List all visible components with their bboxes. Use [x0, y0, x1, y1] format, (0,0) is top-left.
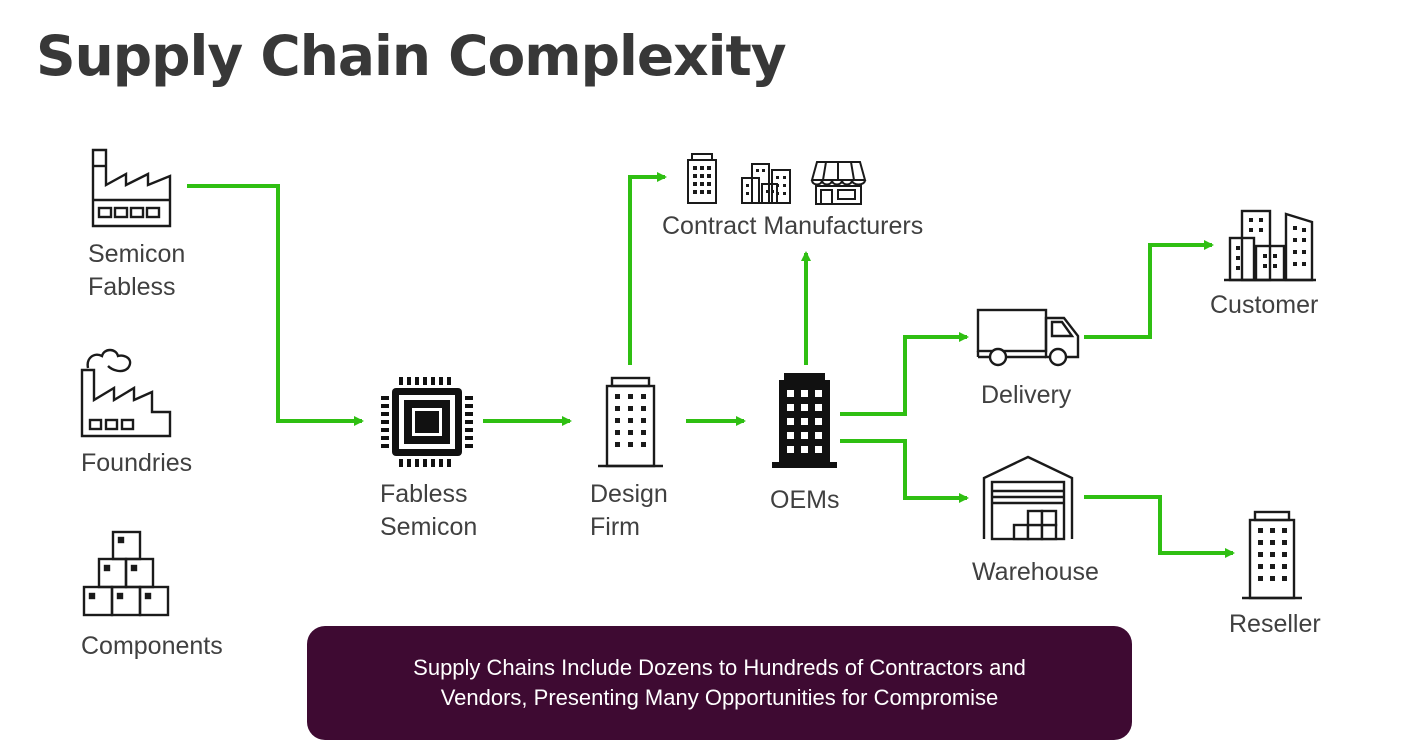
label-components: Components	[81, 632, 223, 660]
city-blocks-icon	[741, 163, 791, 204]
label-semicon-fabless-line2: Fabless	[88, 273, 176, 301]
callout-line-2: Vendors, Presenting Many Opportunities f…	[440, 685, 999, 710]
label-semicon-fabless-line1: Semicon	[88, 240, 185, 268]
smoke-factory-icon	[80, 348, 172, 438]
tower-icon	[687, 153, 717, 204]
arrow-oems-to-delivery	[840, 332, 969, 416]
label-fabless-semicon-line1: Fabless	[380, 480, 468, 508]
callout-banner: Supply Chains Include Dozens to Hundreds…	[307, 626, 1132, 740]
arrow-warehouse-to-reseller	[1084, 495, 1235, 558]
label-oems: OEMs	[770, 486, 839, 514]
arrow-semicon-to-fabless	[187, 184, 364, 426]
label-design-firm-line1: Design	[590, 480, 668, 508]
page-title: Supply Chain Complexity	[36, 24, 786, 88]
label-warehouse: Warehouse	[972, 558, 1099, 586]
label-foundries: Foundries	[81, 449, 192, 477]
callout-line-1: Supply Chains Include Dozens to Hundreds…	[413, 655, 1026, 680]
warehouse-icon	[982, 455, 1074, 541]
storefront-icon	[810, 161, 867, 205]
arrow-design-to-contract	[628, 172, 667, 365]
box-stack-icon	[82, 530, 170, 617]
factory-icon	[91, 148, 172, 228]
flow-arrows	[187, 172, 1235, 558]
office-building-icon	[598, 376, 663, 468]
label-delivery: Delivery	[981, 381, 1072, 409]
callout-text: Supply Chains Include Dozens to Hundreds…	[413, 653, 1026, 713]
oem-building-icon	[772, 373, 837, 468]
arrow-delivery-to-customer	[1084, 240, 1214, 339]
customer-buildings-icon	[1224, 209, 1316, 282]
reseller-building-icon	[1242, 510, 1302, 600]
label-customer: Customer	[1210, 291, 1318, 319]
label-reseller: Reseller	[1229, 610, 1321, 638]
label-fabless-semicon-line2: Semicon	[380, 513, 477, 541]
label-contract-manufacturers: Contract Manufacturers	[662, 212, 923, 240]
microchip-icon	[381, 377, 473, 467]
delivery-truck-icon	[976, 308, 1080, 367]
arrow-oems-to-warehouse	[840, 439, 969, 503]
label-design-firm-line2: Firm	[590, 513, 640, 541]
